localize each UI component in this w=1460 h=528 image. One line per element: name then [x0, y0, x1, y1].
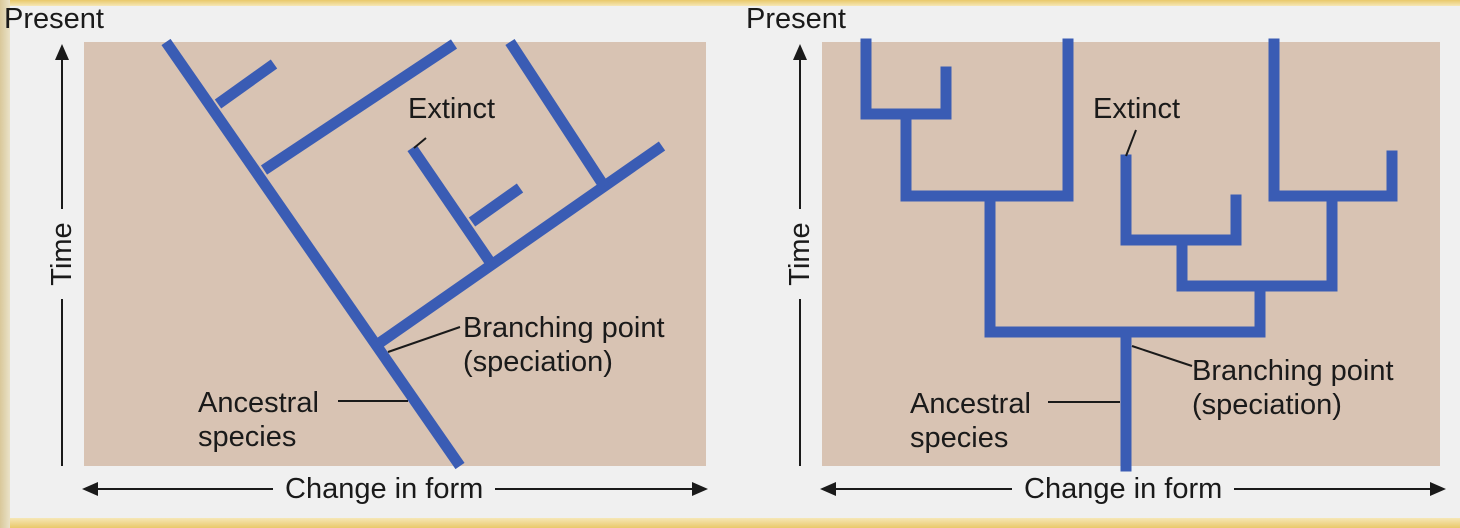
time-arrowhead-right — [793, 44, 807, 60]
form-arrowhead-right-end — [1430, 482, 1446, 496]
leader-extinct-left — [413, 137, 427, 149]
time-arrowhead-left — [55, 44, 69, 60]
panel-punctuated-equilibrium: Present Time Change in form Extinct Bran… — [740, 0, 1460, 528]
panel-gradualism: Present Time Change in form Extinct Bran… — [4, 3, 708, 506]
form-arrowhead-left-start — [82, 482, 98, 496]
ancestral-species-label: Ancestral species — [910, 387, 1031, 455]
branching-label-line1: Branching point — [463, 312, 665, 344]
branch-upper — [260, 39, 458, 175]
present-label: Present — [746, 3, 846, 35]
branching-label-line2: (speciation) — [463, 346, 613, 378]
extinct-label: Extinct — [408, 93, 496, 125]
ancestral-label-line2: species — [198, 421, 297, 453]
leader-extinct-right — [1125, 129, 1137, 157]
tree-diagram-left — [55, 38, 708, 496]
frame-bottom-border — [0, 518, 1460, 528]
form-arrowhead-left-end — [692, 482, 708, 496]
leader-branching-left — [387, 326, 461, 353]
extinct-label: Extinct — [1093, 93, 1181, 125]
branch-extinct-side — [468, 183, 524, 227]
frame-top-border — [0, 0, 1460, 6]
branching-label-line2: (speciation) — [1192, 389, 1342, 421]
branch-far-right — [505, 38, 609, 190]
ancestral-label-line1: Ancestral — [910, 388, 1031, 420]
branching-label-line1: Branching point — [1192, 355, 1394, 387]
leader-branching-right — [1131, 345, 1193, 367]
change-in-form-label: Change in form — [1012, 472, 1235, 506]
plot-area-left — [84, 42, 706, 466]
branching-point-label: Branching point (speciation) — [463, 311, 665, 379]
branch-short-top — [214, 59, 278, 109]
change-in-form-label: Change in form — [273, 472, 496, 506]
time-axis-label: Time — [45, 209, 79, 299]
tree-diagram-right — [793, 38, 1446, 496]
ancestral-species-label: Ancestral species — [198, 386, 319, 454]
branch-right — [374, 141, 666, 349]
ancestral-label-line1: Ancestral — [198, 387, 319, 419]
branch-extinct — [407, 144, 495, 266]
branching-point-label: Branching point (speciation) — [1192, 354, 1394, 422]
form-arrowhead-right-start — [820, 482, 836, 496]
branch-main-lineage — [161, 38, 465, 470]
ancestral-label-line2: species — [910, 422, 1009, 454]
present-label: Present — [4, 3, 104, 35]
time-axis-label: Time — [783, 209, 817, 299]
frame-left-border — [0, 0, 10, 528]
